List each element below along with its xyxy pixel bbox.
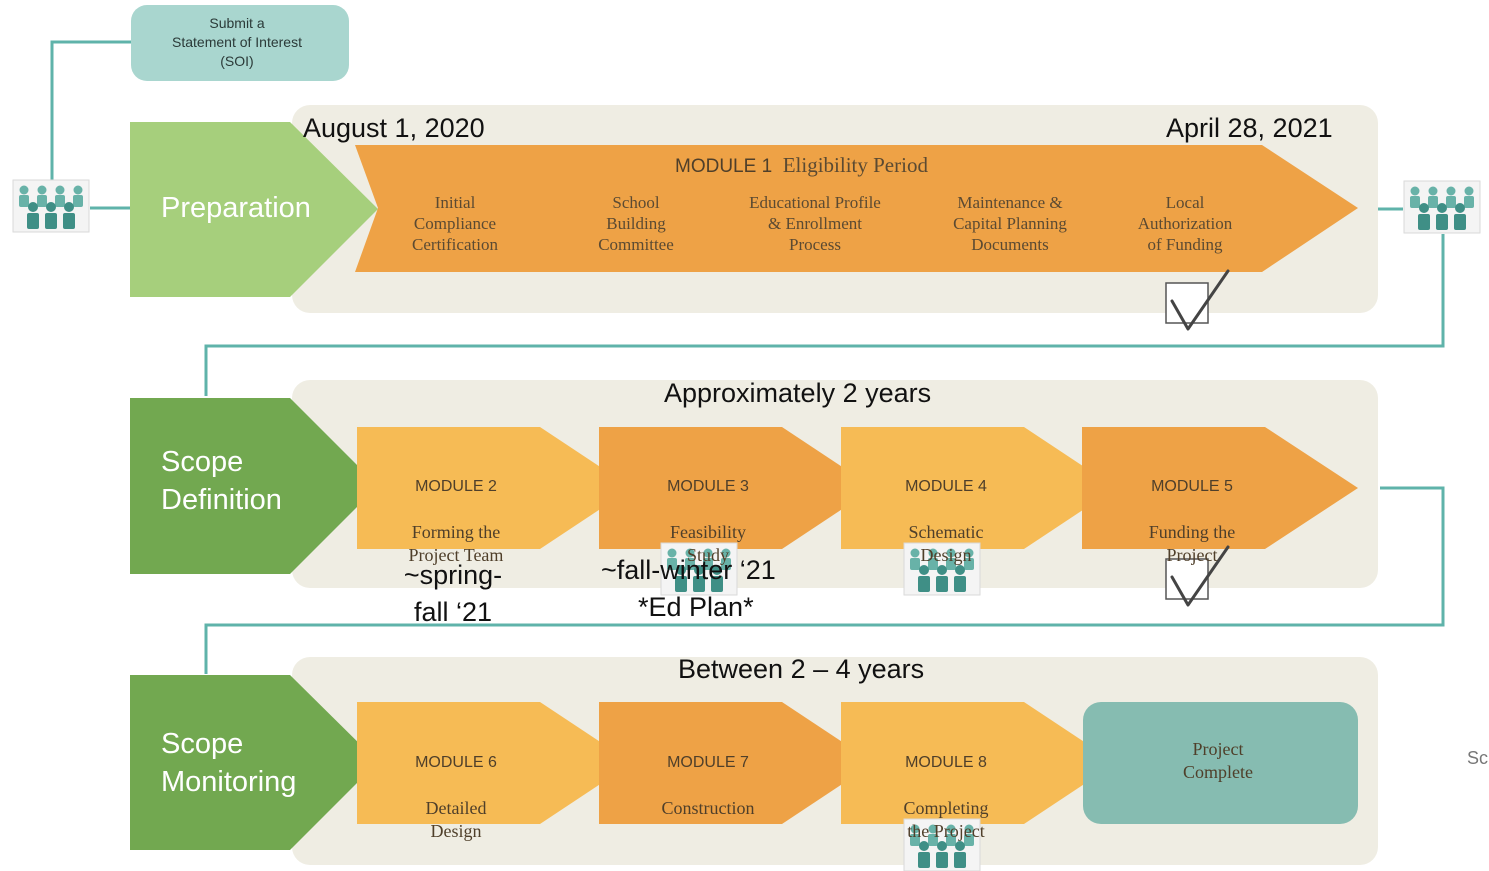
step-maintenance-capital: Maintenance & Capital Planning Documents [953, 193, 1067, 254]
phase-label-scope-monitoring: Scope Monitoring [161, 728, 297, 798]
phase-arrow-scope-definition [130, 398, 378, 574]
module3-number: MODULE 3 [667, 478, 749, 495]
step-educational-profile: Educational Profile & Enrollment Process [749, 193, 881, 254]
phase-arrow-scope-monitoring [130, 675, 378, 850]
phase-label-scope-definition: Scope Definition [161, 446, 282, 516]
module3-arrow [599, 427, 874, 549]
module1-number: MODULE 1 [675, 156, 773, 177]
phase-arrow-preparation [130, 122, 378, 297]
project-complete-box [1083, 702, 1358, 824]
edge-text: Sc [1467, 748, 1489, 768]
module5-arrow [1082, 427, 1358, 549]
row3-duration: Between 2 – 4 years [678, 654, 925, 684]
module2-number: MODULE 2 [415, 478, 497, 495]
project-complete-label: Project Complete [1183, 739, 1253, 782]
module8-text: MODULE 8 Completing the Project [861, 728, 1031, 866]
note-fall-winter: ~fall-winter ‘21 [601, 555, 776, 585]
module5-name: Funding the Project [1148, 522, 1236, 565]
module6-text: MODULE 6 Detailed Design [371, 728, 541, 866]
phase-label-preparation: Preparation [161, 192, 311, 224]
note-ed-plan: *Ed Plan* [638, 592, 754, 622]
step-local-authorization: Local Authorization of Funding [1137, 193, 1233, 254]
module6-name: Detailed Design [425, 798, 487, 841]
module1-title: MODULE 1 Eligibility Period [675, 155, 928, 178]
module7-number: MODULE 7 [667, 754, 749, 771]
module7-arrow [599, 702, 874, 824]
module7-text: MODULE 7 Construction [623, 728, 793, 843]
module4-number: MODULE 4 [905, 478, 987, 495]
module4-arrow [841, 427, 1116, 549]
module5-number: MODULE 5 [1151, 478, 1233, 495]
module1-arrow [355, 145, 1358, 272]
module6-number: MODULE 6 [415, 754, 497, 771]
module8-number: MODULE 8 [905, 754, 987, 771]
step-school-building-committee: School Building Committee [598, 193, 674, 254]
note-spring-fall: ~spring- fall ‘21 [403, 560, 503, 627]
module2-arrow [357, 427, 632, 549]
module5-text: MODULE 5 Funding the Project [1107, 452, 1277, 590]
module4-name: Schematic Design [908, 522, 984, 565]
soi-box [131, 5, 349, 81]
module3-text: MODULE 3 Feasibility Study [623, 452, 793, 590]
end-date: April 28, 2021 [1166, 113, 1333, 143]
module8-arrow [841, 702, 1116, 824]
module7-name: Construction [661, 798, 755, 818]
group-icon [1403, 180, 1481, 234]
module4-text: MODULE 4 Schematic Design [861, 452, 1031, 590]
step-initial-compliance: Initial Compliance Certification [412, 193, 498, 254]
flow-connectors [50, 40, 1445, 674]
module2-name: Forming the Project Team [408, 522, 504, 565]
module1-name: Eligibility Period [782, 153, 928, 177]
module6-arrow [357, 702, 632, 824]
module3-name: Feasibility Study [670, 522, 746, 565]
group-icon [12, 179, 90, 233]
row2-duration: Approximately 2 years [664, 378, 932, 408]
module8-name: Completing the Project [903, 798, 989, 841]
start-date: August 1, 2020 [303, 113, 485, 143]
soi-label: Submit a Statement of Interest (SOI) [172, 15, 302, 69]
module2-text: MODULE 2 Forming the Project Team [371, 452, 541, 590]
